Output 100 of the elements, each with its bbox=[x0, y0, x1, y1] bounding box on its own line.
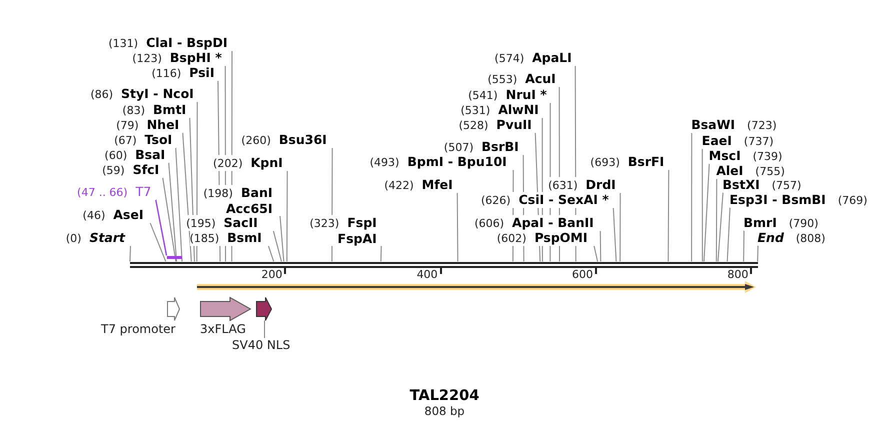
leader-line bbox=[456, 192, 458, 262]
enzyme-name: KpnI bbox=[250, 154, 283, 170]
enzyme-name: PspOMI bbox=[534, 230, 588, 244]
site-position: (60) bbox=[104, 148, 128, 162]
enzyme-name: AleI bbox=[716, 162, 744, 178]
enzyme-name: BsaWI bbox=[691, 116, 736, 132]
site-position: (493) bbox=[370, 154, 400, 170]
enzyme-name: Esp3I - BsmBI bbox=[730, 192, 826, 206]
site-position: (202) bbox=[213, 156, 243, 170]
enzyme-name: BmrI bbox=[744, 214, 777, 230]
site-position: (693) bbox=[590, 154, 620, 170]
start-label: Start bbox=[89, 230, 125, 244]
directional-feature bbox=[256, 296, 272, 320]
site-position: (79) bbox=[116, 118, 139, 132]
site-position: (553) bbox=[488, 72, 518, 86]
enzyme-name: MfeI bbox=[422, 176, 453, 192]
site-position: (574) bbox=[494, 50, 524, 66]
leader-line bbox=[703, 163, 710, 262]
enzyme-name: ApaI - BanII bbox=[512, 214, 594, 230]
site-position: (67) bbox=[114, 132, 137, 148]
site-position: (626) bbox=[481, 192, 511, 208]
enzyme-name: EaeI bbox=[702, 132, 732, 148]
site-position: (790) bbox=[788, 216, 818, 230]
site-position: (46) bbox=[82, 208, 106, 222]
leader-line bbox=[168, 162, 178, 262]
leader-line bbox=[155, 199, 168, 256]
leader-line bbox=[130, 245, 131, 262]
enzyme-name: NheI bbox=[146, 116, 180, 132]
enzyme-name: BsrFI bbox=[628, 154, 664, 168]
site-position: (737) bbox=[744, 134, 774, 148]
site-position: (185) bbox=[190, 230, 220, 246]
enzyme-name: BpmI - Bpu10I bbox=[407, 154, 507, 168]
site-position: (83) bbox=[122, 102, 146, 118]
site-position: (602) bbox=[496, 230, 526, 246]
enzyme-name: AcuI bbox=[525, 70, 556, 86]
site-position: (116) bbox=[152, 66, 182, 80]
enzyme-name: NruI * bbox=[506, 86, 547, 102]
leader-line bbox=[280, 215, 284, 262]
site-position: (123) bbox=[132, 50, 162, 66]
leader-line bbox=[743, 230, 744, 262]
enzyme-name: MscI bbox=[708, 148, 741, 162]
leader-line bbox=[691, 132, 692, 262]
site-position: (198) bbox=[203, 186, 233, 200]
directional-feature bbox=[166, 296, 180, 320]
dna-backbone bbox=[130, 262, 758, 268]
site-position: (86) bbox=[90, 86, 114, 102]
enzyme-name: BmtI bbox=[153, 102, 186, 116]
leader-line bbox=[757, 245, 758, 262]
site-position: (59) bbox=[102, 162, 125, 178]
site-position: (723) bbox=[747, 118, 777, 132]
enzyme-name: BsrBI bbox=[482, 138, 519, 154]
enzyme-name: AlwNI bbox=[498, 102, 539, 116]
site-position: (631) bbox=[548, 178, 578, 192]
leader-line bbox=[702, 148, 703, 262]
leader-line bbox=[668, 169, 670, 262]
enzyme-name: DrdI bbox=[586, 176, 616, 192]
leader-line bbox=[272, 230, 282, 262]
feature-name: T7 bbox=[136, 184, 152, 198]
feature-range: (47 .. 66) bbox=[77, 184, 128, 200]
enzyme-name: FspI bbox=[347, 214, 377, 230]
enzyme-name: TsoI bbox=[144, 132, 172, 146]
enzyme-name: SfcI bbox=[132, 162, 160, 176]
leader-line bbox=[175, 147, 183, 262]
feature-label: T7 promoter bbox=[101, 322, 176, 336]
enzyme-name: SacII bbox=[224, 214, 258, 230]
leader-line bbox=[150, 222, 166, 262]
enzyme-name: PsiI bbox=[189, 64, 214, 80]
leader-line bbox=[286, 170, 288, 262]
site-position: (606) bbox=[474, 216, 504, 230]
leader-line bbox=[612, 207, 617, 262]
end-label: End bbox=[758, 230, 784, 244]
site-position: (528) bbox=[458, 118, 488, 132]
leader-line bbox=[268, 245, 274, 262]
leader-line bbox=[716, 178, 718, 262]
leader-line bbox=[717, 192, 724, 262]
tick-label: 800 bbox=[727, 268, 748, 280]
tick-label: 600 bbox=[572, 268, 594, 280]
tick-label: 200 bbox=[261, 268, 282, 280]
site-position: (507) bbox=[444, 140, 474, 154]
feature-label: 3xFLAG bbox=[200, 322, 246, 336]
enzyme-name: CsiI - SexAI * bbox=[518, 192, 609, 206]
site-position: (0) bbox=[66, 230, 82, 246]
leader-line bbox=[600, 230, 602, 262]
leader-line bbox=[380, 245, 382, 262]
enzyme-name: ApaLI bbox=[532, 50, 572, 64]
site-position: (541) bbox=[468, 88, 498, 102]
site-position: (260) bbox=[241, 132, 271, 148]
enzyme-name: ClaI - BspDI bbox=[146, 34, 228, 50]
site-position: (739) bbox=[752, 148, 782, 164]
leader-line bbox=[162, 177, 176, 262]
site-position: (757) bbox=[772, 178, 802, 192]
site-position: (195) bbox=[186, 216, 216, 230]
enzyme-name: FspAI bbox=[338, 230, 377, 246]
directional-feature bbox=[200, 296, 251, 320]
enzyme-name: BsaI bbox=[135, 146, 166, 162]
tick-label: 400 bbox=[416, 268, 438, 280]
enzyme-name: PvuII bbox=[496, 116, 532, 132]
map-title: TAL2204 bbox=[410, 387, 480, 405]
site-position: (808) bbox=[796, 230, 826, 246]
site-position: (531) bbox=[460, 102, 490, 118]
